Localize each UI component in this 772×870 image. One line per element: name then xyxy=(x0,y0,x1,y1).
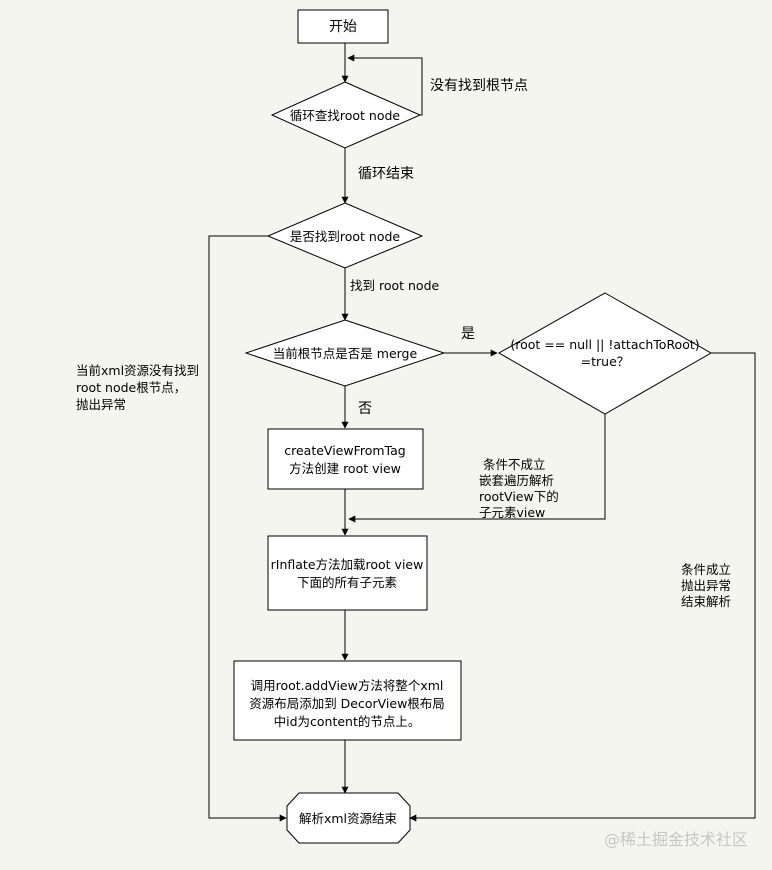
node-create-view: createViewFromTag 方法创建 root view xyxy=(267,428,424,490)
label-cond-true-2: 抛出异常 xyxy=(681,578,731,593)
node-addview-label-2: 资源布局添加到 DecorView根布局 xyxy=(249,696,445,711)
label-not-found-loop: 没有找到根节点 xyxy=(430,78,528,94)
label-yes: 是 xyxy=(461,326,475,342)
node-start-label: 开始 xyxy=(329,19,357,35)
node-root-check-label-2: =true？ xyxy=(581,354,630,369)
node-root-check: (root == null || !attachToRoot) =true？ xyxy=(497,292,713,415)
label-cond-false-4: 子元素view xyxy=(479,505,545,520)
node-rinflate-label-1: rInflate方法加载root view xyxy=(271,557,424,572)
node-addview-label-1: 调用root.addView方法将整个xml xyxy=(251,678,444,693)
node-loop-find-label: 循环查找root node xyxy=(290,108,401,123)
edges xyxy=(208,43,756,822)
node-end: 解析xml资源结束 xyxy=(286,792,411,844)
node-is-merge-label: 当前根节点是否是 merge xyxy=(273,346,418,361)
label-cond-false-2: 嵌套遍历解析 xyxy=(479,473,554,488)
label-cond-false-1: 条件不成立 xyxy=(483,457,546,472)
node-addview: 调用root.addView方法将整个xml 资源布局添加到 DecorView… xyxy=(233,660,462,741)
label-cond-false-3: rootView下的 xyxy=(479,489,559,504)
label-loop-end: 循环结束 xyxy=(358,166,414,182)
node-is-found-label: 是否找到root node xyxy=(290,229,401,244)
label-not-found-2: root node根节点， xyxy=(76,380,186,395)
edge-cond-false xyxy=(348,414,606,523)
label-not-found-1: 当前xml资源没有找到 xyxy=(76,363,199,378)
node-loop-find: 循环查找root node xyxy=(270,81,422,149)
edge-cond-true xyxy=(409,352,756,822)
node-is-merge: 当前根节点是否是 merge xyxy=(244,319,446,387)
node-rinflate-label-2: 下面的所有子元素 xyxy=(297,575,397,590)
edge-labels: 没有找到根节点 循环结束 找到 root node 是 否 条件不成立 嵌套遍历… xyxy=(76,78,731,609)
node-addview-label-3: 中id为content的节点上。 xyxy=(274,714,421,729)
watermark: @稀土掘金技术社区 xyxy=(604,830,748,849)
node-end-label: 解析xml资源结束 xyxy=(299,811,398,826)
node-root-check-label-1: (root == null || !attachToRoot) xyxy=(510,337,699,352)
label-found: 找到 root node xyxy=(350,278,440,293)
node-start: 开始 xyxy=(297,9,389,44)
node-rinflate: rInflate方法加载root view 下面的所有子元素 xyxy=(267,535,428,611)
label-cond-true-1: 条件成立 xyxy=(681,562,731,577)
label-cond-true-3: 结束解析 xyxy=(681,594,731,609)
edge-notfound-to-end xyxy=(208,235,287,822)
node-create-view-label-1: createViewFromTag xyxy=(284,443,405,458)
label-not-found-3: 抛出异常 xyxy=(76,397,126,412)
node-is-found: 是否找到root node xyxy=(266,202,424,269)
node-create-view-label-2: 方法创建 root view xyxy=(289,461,401,476)
label-no: 否 xyxy=(358,401,372,417)
